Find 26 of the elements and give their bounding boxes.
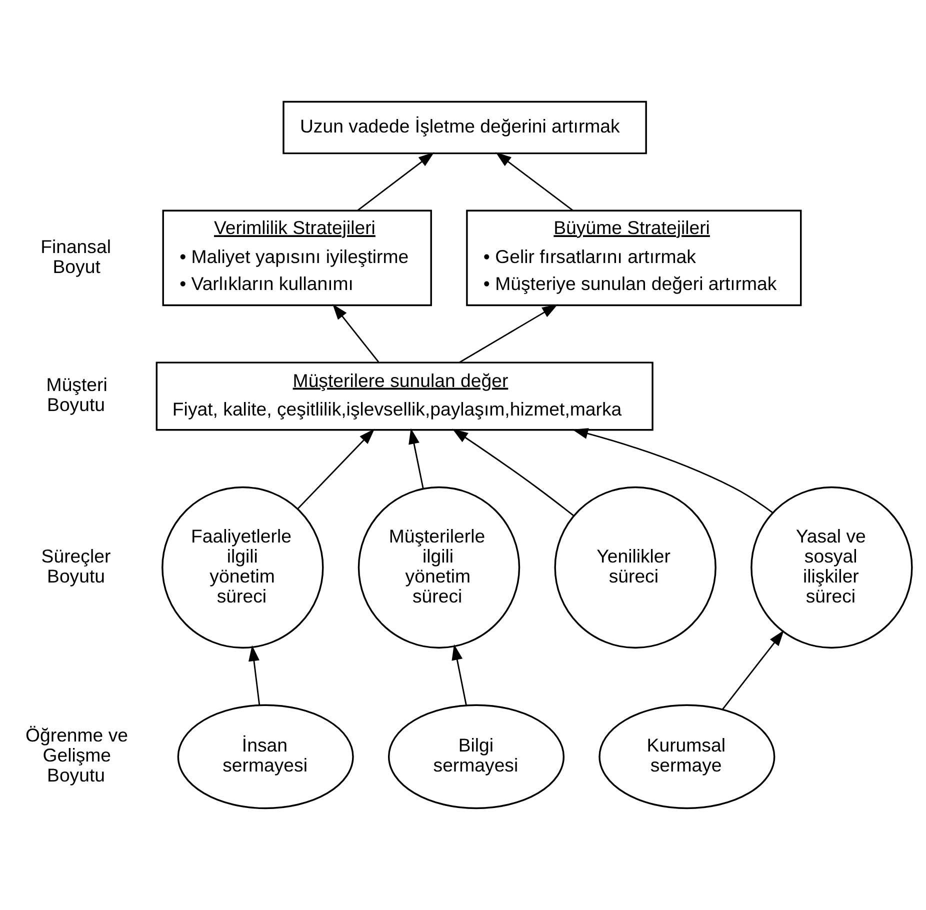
node-circle: Faaliyetlerle ilgili yönetim süreci — [162, 486, 324, 649]
arrow — [496, 152, 574, 212]
arrow — [357, 152, 434, 212]
node-circle: Müşterilerle ilgili yönetim süreci — [358, 486, 520, 649]
node-circle: Yasal ve sosyal ilişkiler süreci — [750, 486, 913, 649]
node-ellipse: İnsan sermayesi — [177, 704, 354, 810]
arrow — [452, 428, 574, 516]
arrow — [248, 645, 260, 705]
label: Finansal Boyut — [40, 236, 111, 277]
label: Öğrenme ve Gelişme Boyutu — [26, 724, 128, 786]
arrow — [452, 644, 467, 706]
node-box: Uzun vadede İşletme değerini artırmak — [282, 100, 647, 154]
node-ellipse: Kurumsal sermaye — [598, 704, 776, 810]
arrow — [297, 428, 375, 510]
node-circle: Yenilikler süreci — [554, 486, 716, 649]
label: Müşteri Boyutu — [46, 374, 108, 416]
node-ellipse: Bilgi sermayesi — [388, 704, 565, 810]
arrow — [332, 304, 380, 362]
arrow — [459, 304, 558, 363]
node-box: Büyüme Stratejileri • Gelir fırsatlarını artırmak • Müşteriye sunulan değeri artırmak — [466, 210, 802, 306]
arrow — [722, 630, 784, 710]
node-box: Müşterilere sunulan değer Fiyat, kalite, çeşitlilik,işlevsellik,paylaşım,hizmet,marka — [156, 362, 654, 431]
arrow — [572, 428, 774, 514]
arrow — [408, 428, 424, 489]
node-box: Verimlilik Stratejileri • Maliyet yapısını iyileştirme • Varlıkların kullanımı — [162, 210, 432, 306]
label: Süreçler Boyutu — [41, 545, 111, 586]
